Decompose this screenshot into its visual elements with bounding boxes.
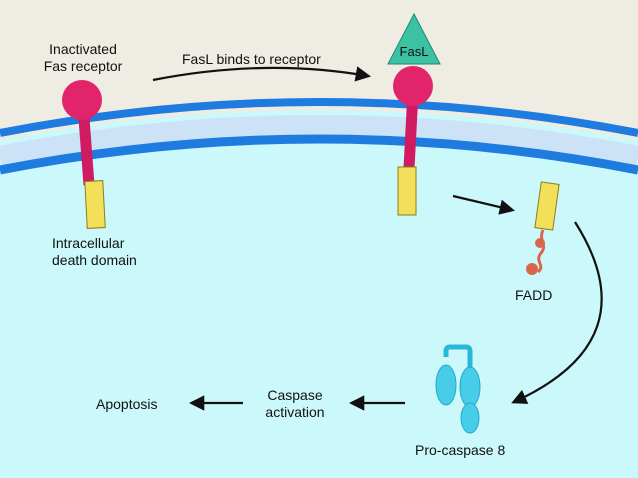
bound-fas-receptor xyxy=(393,66,433,216)
arrow-fasl-binds xyxy=(152,66,372,82)
label-line: Inactivated xyxy=(49,41,117,57)
fasl-triangle xyxy=(387,12,441,65)
label-fadd: FADD xyxy=(515,287,553,303)
label-line: Fas receptor xyxy=(43,58,123,74)
label-fasl: FasL xyxy=(399,44,429,59)
label-line: death domain xyxy=(52,252,137,268)
inactivated-fas-receptor xyxy=(62,80,106,229)
arrow-to-procaspase xyxy=(511,221,603,404)
arrow-to-fadd xyxy=(452,194,515,215)
label-line: Intracellular xyxy=(52,235,125,251)
label-procaspase-8: Pro-caspase 8 xyxy=(415,442,506,458)
procaspase-8-shape xyxy=(435,344,481,434)
label-caspase-activation: Caspase activation xyxy=(250,387,340,421)
label-fasl-binds-to-receptor: FasL binds to receptor xyxy=(182,51,321,67)
label-line: Caspase xyxy=(267,387,323,403)
label-line: activation xyxy=(265,404,325,420)
label-inactivated-fas-receptor: Inactivated Fas receptor xyxy=(38,41,128,75)
label-apoptosis: Apoptosis xyxy=(96,396,158,412)
fadd-complex xyxy=(526,181,560,275)
label-intracellular-death-domain: Intracellular death domain xyxy=(52,235,137,269)
